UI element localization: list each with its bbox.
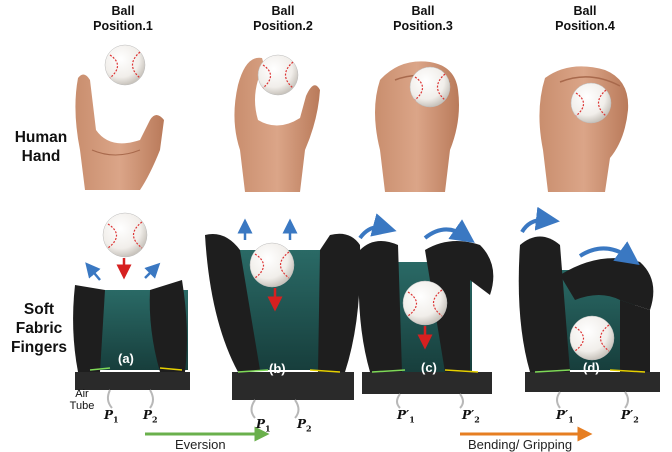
pressure-label-a-p2: P2 xyxy=(143,408,158,424)
pressure-label-d-p1: P′1 xyxy=(556,408,574,424)
pressure-label-a-p1: P1 xyxy=(104,408,119,424)
ball-position-1 xyxy=(105,45,145,85)
ball-gripper-c xyxy=(403,281,447,325)
pressure-label-c-p2: P′2 xyxy=(462,408,480,424)
ball-gripper-a xyxy=(103,213,147,257)
panel-label-a: (a) xyxy=(118,351,134,366)
air-tubes xyxy=(108,390,628,418)
pressure-label-b-p2: P2 xyxy=(297,417,312,433)
panel-label-c: (c) xyxy=(421,360,437,375)
ball-gripper-d xyxy=(570,316,614,360)
bending-gripping-label: Bending/ Gripping xyxy=(468,437,572,452)
ball-position-2 xyxy=(258,55,298,95)
gripper-a xyxy=(73,280,190,390)
panel-label-b: (b) xyxy=(269,361,286,376)
ball-gripper-b xyxy=(250,243,294,287)
panel-label-d: (d) xyxy=(583,360,600,375)
ball-position-4 xyxy=(571,83,611,123)
pressure-label-d-p2: P′2 xyxy=(621,408,639,424)
pressure-label-c-p1: P′1 xyxy=(397,408,415,424)
pressure-label-b-p1: P1 xyxy=(256,417,271,433)
ball-position-3 xyxy=(410,67,450,107)
hand-open xyxy=(75,74,164,190)
eversion-label: Eversion xyxy=(175,437,226,452)
